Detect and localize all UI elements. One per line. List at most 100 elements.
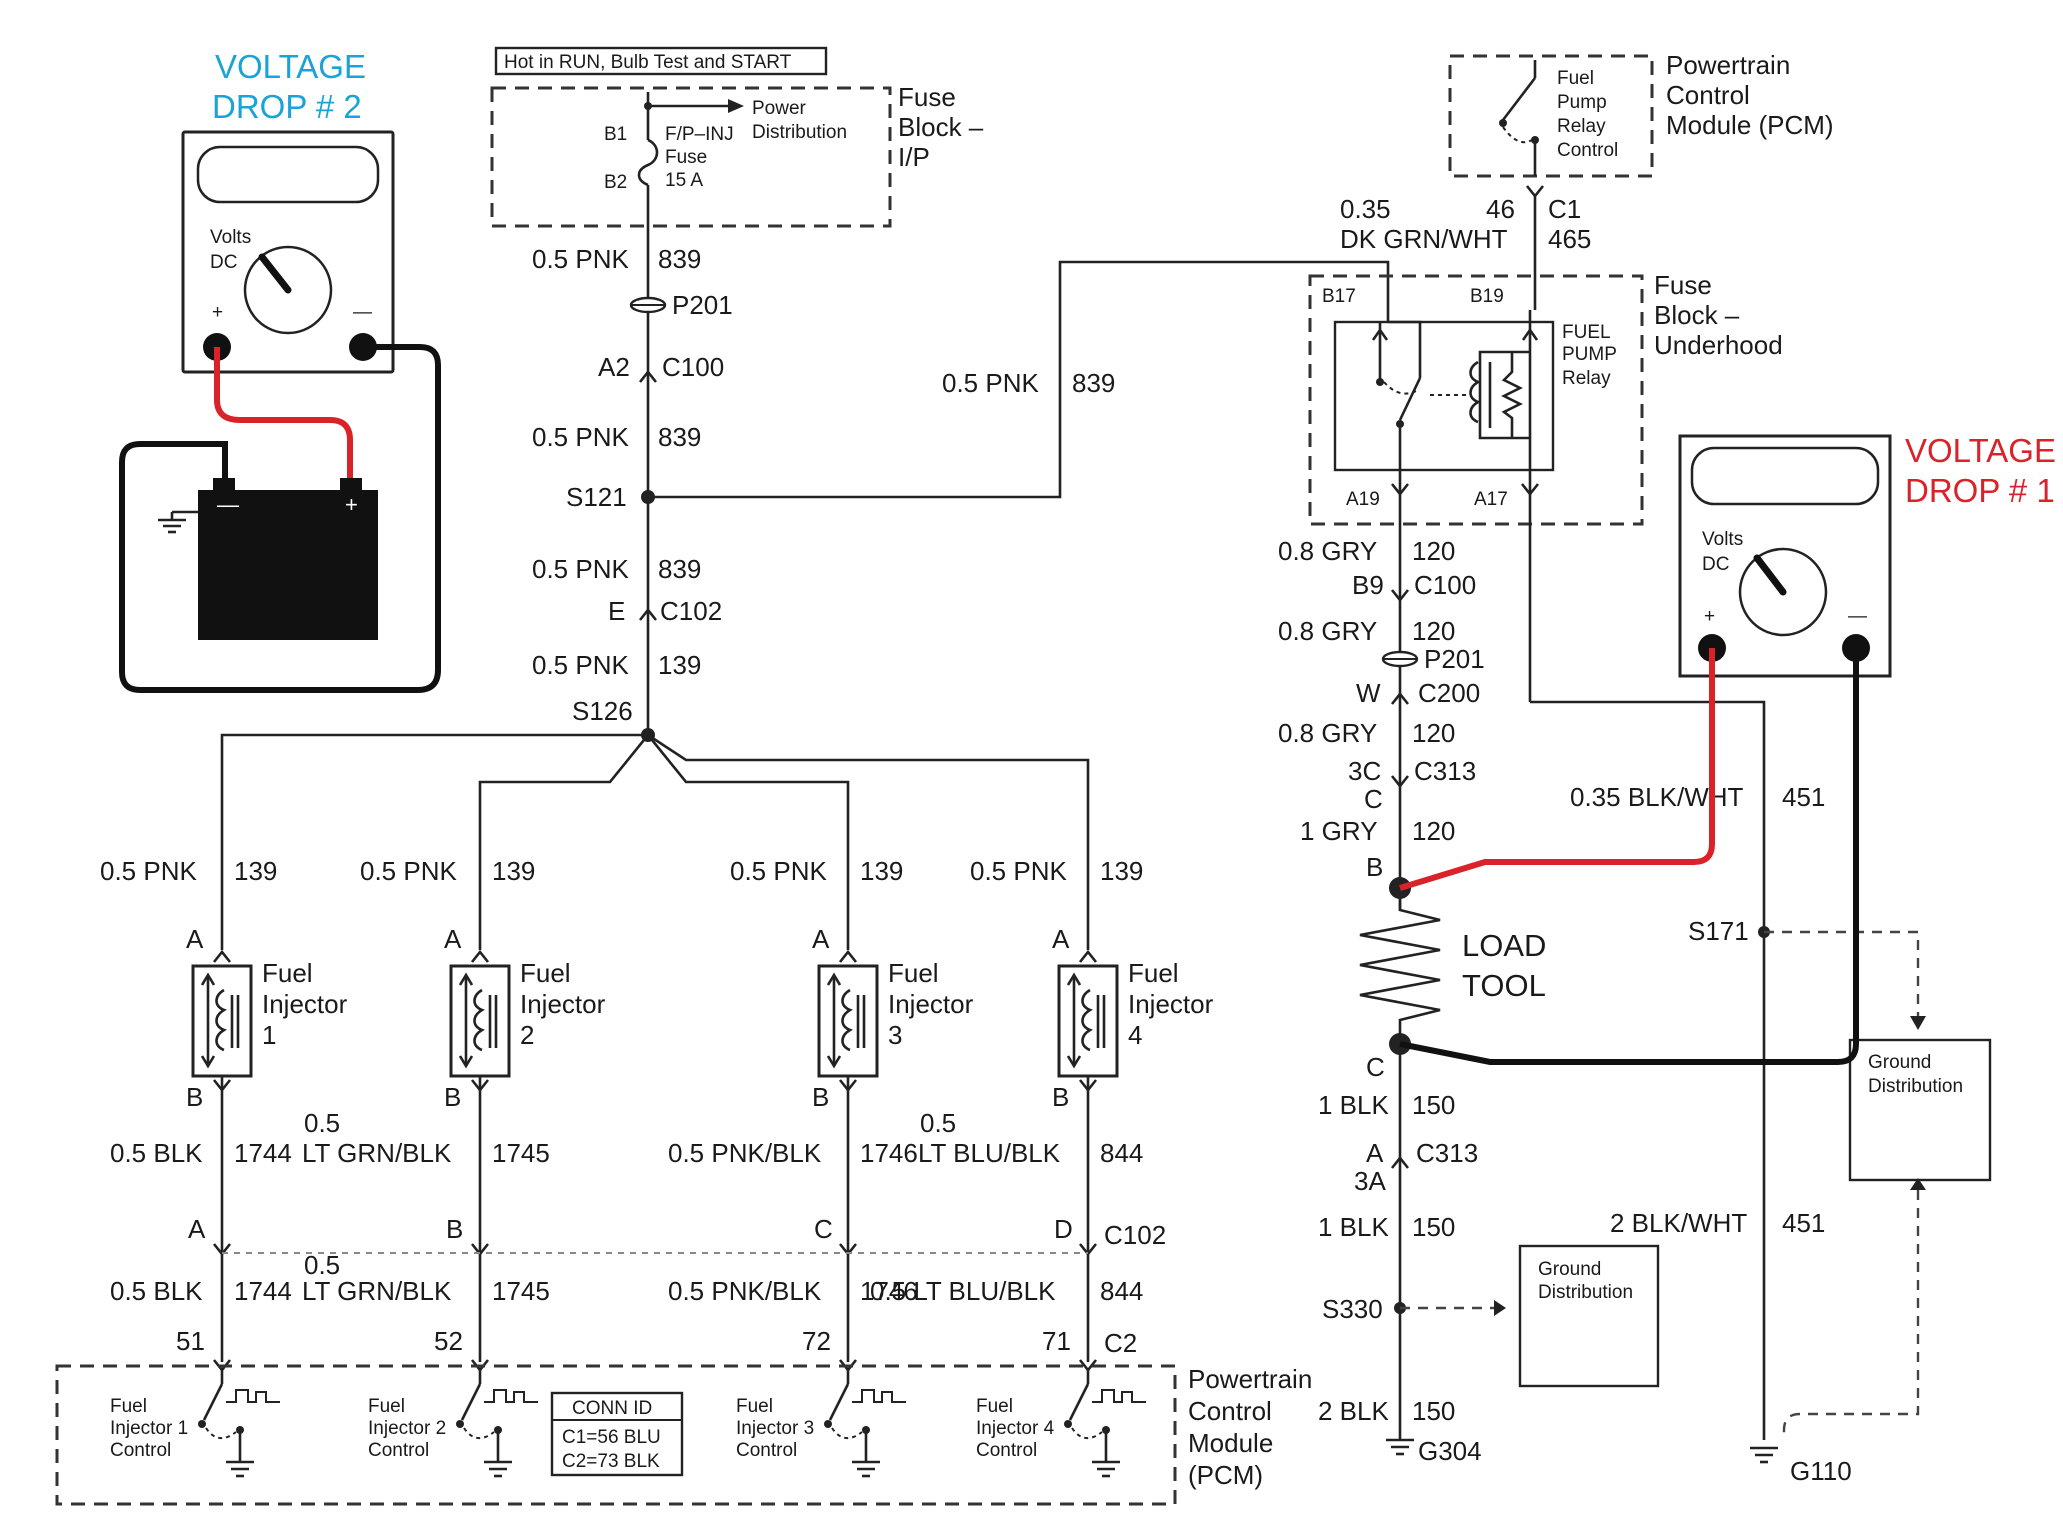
- b9-pin: B9: [1352, 570, 1384, 600]
- fuse-block-ip-title-3: I/P: [898, 142, 930, 172]
- branch-wire-839: [648, 260, 1390, 499]
- injector-name-1: Fuel: [262, 958, 313, 988]
- injector-pin-b: B: [812, 1082, 829, 1112]
- injector-driver-switch-icon: [456, 1370, 538, 1478]
- s121-label: S121: [566, 482, 627, 512]
- a-pin: A: [1366, 1138, 1384, 1168]
- fuse-uh-title-1: Fuse: [1654, 270, 1712, 300]
- meter-1-plus-label: +: [1704, 606, 1715, 627]
- wire-465-gauge-2: DK GRN/WHT: [1340, 224, 1508, 254]
- injector-pin-b: B: [444, 1082, 461, 1112]
- pcm-top-ctl-2: Pump: [1557, 92, 1607, 113]
- fuse-icon: [637, 138, 659, 187]
- hot-in-run-label-box: [494, 46, 828, 76]
- meter-1-display: [1690, 446, 1880, 506]
- injector-name-2: Injector: [888, 989, 974, 1019]
- gd2-line1: Ground: [1868, 1052, 1931, 1073]
- fuel-injector-3: [817, 949, 906, 1478]
- relay-name-2: PUMP: [1562, 344, 1617, 365]
- injector-feed-gauge: 0.5 PNK: [970, 856, 1067, 886]
- pcm-top-outline: [1448, 54, 1654, 178]
- voltage-drop-1-meter: VOLTAGE DROP # 1 Volts DC + —: [1678, 432, 2056, 678]
- injector-driver-switch-icon: [198, 1370, 280, 1478]
- w451-gauge-1: 0.35 BLK/WHT: [1570, 782, 1744, 812]
- wire-465-gauge-1: 0.35: [1340, 194, 1391, 224]
- fuse-uh-title-3: Underhood: [1654, 330, 1783, 360]
- meter-1-volts-label: Volts: [1702, 529, 1743, 550]
- vd1-black-lead: [1399, 648, 1859, 1065]
- injector-name-3: 3: [888, 1020, 902, 1050]
- fuse-uh-a17: A17: [1474, 489, 1508, 510]
- pcm-circuit: 1744: [234, 1276, 292, 1306]
- ground-symbol-icon: [158, 510, 198, 534]
- trunk-gauge-2: 0.5 PNK: [532, 422, 629, 452]
- injector-pin-a: A: [1052, 924, 1070, 954]
- pcm-gauge-color: 0.5 BLK: [110, 1276, 203, 1306]
- c-pin: C: [1364, 784, 1383, 814]
- pcm-gauge-color: 0.5 LT BLU/BLK: [870, 1276, 1056, 1306]
- battery-icon: — +: [198, 478, 378, 640]
- g110-label: G110: [1790, 1456, 1852, 1486]
- wire-465-pin: 46: [1486, 194, 1515, 224]
- c100-label: C100: [662, 352, 724, 382]
- control-circuit: 1744: [234, 1138, 292, 1168]
- meter-1-dc-label: DC: [1702, 554, 1729, 575]
- ground-g304-icon: [1386, 1438, 1414, 1456]
- pcm-top-ctl-3: Relay: [1557, 116, 1606, 137]
- control-gauge-color: LT BLU/BLK: [918, 1138, 1061, 1168]
- c102-pin: B: [446, 1214, 463, 1244]
- injector-pin-a: A: [812, 924, 830, 954]
- pcm-circuit: 1745: [492, 1276, 550, 1306]
- injector-driver-switch-icon: [824, 1370, 906, 1478]
- pcm-circuit: 1746: [860, 1276, 918, 1306]
- injector-feed-gauge: 0.5 PNK: [100, 856, 197, 886]
- injector-name-1: Fuel: [888, 958, 939, 988]
- conn-id-box: [550, 1391, 684, 1477]
- vd2-red-lead: [214, 347, 353, 485]
- fuse-uh-b19: B19: [1470, 286, 1504, 307]
- vd2-title: VOLTAGE: [215, 48, 366, 85]
- c102-label: C102: [660, 596, 722, 626]
- w150-gauge-3: 2 BLK: [1318, 1396, 1389, 1426]
- w150-circuit-3: 150: [1412, 1396, 1455, 1426]
- fuse-block-ip-title-1: Fuse: [898, 82, 956, 112]
- pcm-control-label-2: Injector 1: [110, 1418, 188, 1439]
- fuse-block-underhood-outline: [1308, 274, 1644, 526]
- w120-gauge-4: 1 GRY: [1300, 816, 1378, 846]
- injector-body: [191, 964, 253, 1078]
- c-pin-2: C: [1366, 1052, 1385, 1082]
- gd1-line2: Distribution: [1538, 1282, 1633, 1303]
- injector-body: [817, 964, 879, 1078]
- pcm-pin: 71: [1042, 1326, 1071, 1356]
- pcm-control-label-3: Control: [736, 1440, 797, 1461]
- pcm-control-label-1: Fuel: [976, 1396, 1013, 1417]
- pcm-pin: 72: [802, 1326, 831, 1356]
- meter-1-minus-label: —: [1848, 606, 1867, 627]
- right-c200: C200: [1418, 678, 1480, 708]
- injector-pin-a: A: [186, 924, 204, 954]
- load-tool-label-2: TOOL: [1462, 968, 1546, 1003]
- s330-label: S330: [1322, 1294, 1383, 1324]
- relay-name-1: FUEL: [1562, 322, 1611, 343]
- meter-minus-label: —: [353, 302, 372, 323]
- feed-injector-1: [220, 733, 648, 950]
- relay-name-3: Relay: [1562, 368, 1611, 389]
- vd1-title: VOLTAGE: [1905, 432, 2056, 469]
- ground-distribution-box-2: [1848, 1038, 1992, 1182]
- right-p201: P201: [1424, 644, 1485, 674]
- feed-injector-4: [647, 733, 1090, 950]
- pcm-gauge-color: 0.5 PNK/BLK: [668, 1276, 822, 1306]
- trunk-gauge-3: 0.5 PNK: [532, 554, 629, 584]
- relay-control-switch-icon: [1499, 60, 1539, 176]
- w120-gauge-2: 0.8 GRY: [1278, 616, 1377, 646]
- meter-plus-label: +: [212, 302, 223, 323]
- power-dist-1: Power: [752, 98, 807, 119]
- pcm-control-label-1: Fuel: [736, 1396, 773, 1417]
- fuse-uh-a19: A19: [1346, 489, 1380, 510]
- injector-name-2: Injector: [520, 989, 606, 1019]
- ground-distribution-box-1: [1518, 1244, 1660, 1388]
- injector-name-1: Fuel: [520, 958, 571, 988]
- a2-label: A2: [598, 352, 630, 382]
- power-dist-2: Distribution: [752, 122, 847, 143]
- wire-465-circuit: 465: [1548, 224, 1591, 254]
